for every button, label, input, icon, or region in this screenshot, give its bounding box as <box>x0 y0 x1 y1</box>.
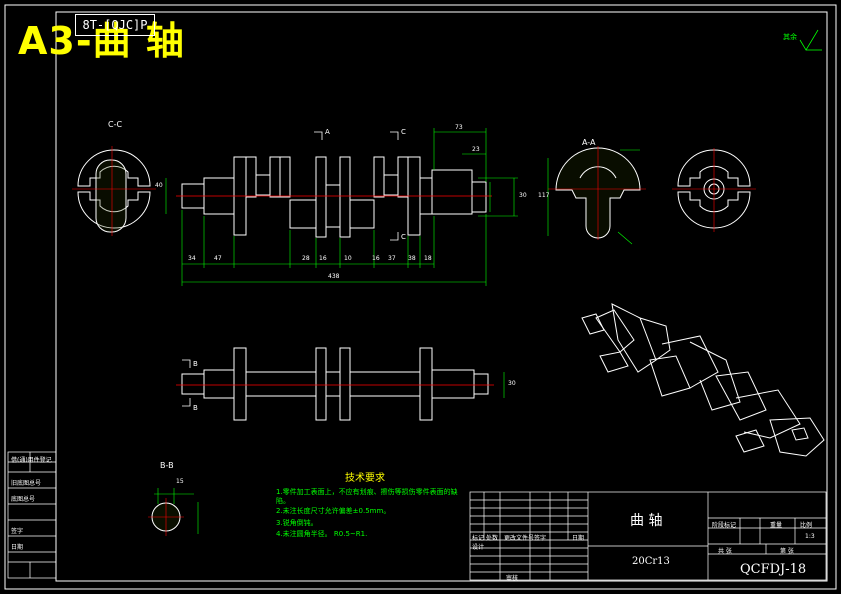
tb-cell-mark: 标记 <box>472 535 485 542</box>
tb-cell-sheet: 第 张 <box>780 548 794 555</box>
strip-cell-5: 日期 <box>11 544 24 551</box>
roughness-symbol <box>799 29 822 51</box>
label-b-mark-top: B <box>193 360 198 368</box>
dim-15: 15 <box>176 478 184 485</box>
tb-cell-design: 设计 <box>472 544 485 551</box>
section-aa-dims <box>547 149 640 245</box>
dim-10: 10 <box>344 255 352 262</box>
dim-37: 37 <box>388 255 396 262</box>
tb-cell-count: 处数 <box>486 535 499 542</box>
dim-18: 18 <box>424 255 432 262</box>
dim-total: 438 <box>328 273 340 280</box>
label-c-mark-top: C <box>401 128 406 136</box>
drawing-title: A3-曲 轴 <box>18 19 185 63</box>
strip-cell-4: 签字 <box>11 528 24 535</box>
tb-cell-scale: 比例 <box>800 522 813 529</box>
outer-frame <box>4 4 837 590</box>
drawing-stamp: 8T-[QJC]P <box>75 14 155 36</box>
section-marks <box>182 131 399 407</box>
label-b-mark-bottom: B <box>193 404 198 412</box>
end-view-centerlines <box>672 148 756 232</box>
label-aa: A-A <box>582 138 596 147</box>
tech-requirement-4: 4.未注圆角半径。 R0.5~R1. <box>276 530 368 538</box>
dimension-lines-main <box>165 128 518 286</box>
dim-23: 23 <box>472 146 480 153</box>
crankshaft-main-view <box>181 156 487 238</box>
label-bb: B-B <box>160 461 174 470</box>
part-name: 曲 轴 <box>630 513 663 529</box>
strip-cell-2: 旧底图总号 <box>11 480 42 487</box>
dim-117: 117 <box>538 192 550 199</box>
section-aa-centerlines <box>548 146 646 240</box>
tech-requirement-1b: 陷。 <box>276 497 290 505</box>
tb-cell-review: 审核 <box>506 575 519 582</box>
dim-34: 34 <box>188 255 196 262</box>
label-a-mark: A <box>325 128 330 136</box>
dim-16a: 16 <box>319 255 327 262</box>
roughness-note: 其余 <box>783 33 797 41</box>
strip-cell-3: 底图总号 <box>11 496 36 503</box>
drawing-number: QCFDJ-18 <box>740 562 807 577</box>
dim-28: 28 <box>302 255 310 262</box>
dim-30: 30 <box>519 192 527 199</box>
dim-30b: 30 <box>508 380 516 387</box>
tb-cell-change-doc: 更改文件号 <box>504 535 535 542</box>
tech-requirements-title: 技术要求 <box>345 473 385 484</box>
tech-requirement-1: 1.零件加工表面上，不应有划痕、擦伤等损伤零件表面的缺 <box>276 488 458 496</box>
label-c-mark-bottom: C <box>401 233 406 241</box>
inner-frame <box>55 11 828 582</box>
dim-40: 40 <box>155 182 163 189</box>
tech-requirement-2: 2.未注长度尺寸允许偏差±0.5mm。 <box>276 507 391 515</box>
section-cc-centerlines <box>72 146 156 236</box>
tb-cell-sign: 签字 <box>534 535 547 542</box>
title-block <box>469 491 827 581</box>
dim-73: 73 <box>455 124 463 131</box>
tb-cell-date: 日期 <box>572 535 585 542</box>
tb-cell-stage: 阶段标记 <box>712 522 737 529</box>
dim-47: 47 <box>214 255 222 262</box>
left-binding-strip <box>7 451 57 579</box>
dim-38: 38 <box>408 255 416 262</box>
tech-requirement-3: 3.锐角倒钝。 <box>276 519 318 527</box>
crankshaft-top-view <box>181 347 489 421</box>
strip-cell-1: 借(通)用件登记 <box>11 457 52 464</box>
material: 20Cr13 <box>632 556 670 567</box>
dim-16b: 16 <box>372 255 380 262</box>
tb-cell-total-sheets: 共 张 <box>718 548 732 555</box>
label-cc: C-C <box>108 120 123 129</box>
isometric-view <box>581 303 825 457</box>
tb-cell-weight: 重量 <box>770 522 783 529</box>
section-bb <box>148 488 199 536</box>
scale: 1:3 <box>805 533 815 540</box>
section-cc <box>77 149 151 233</box>
